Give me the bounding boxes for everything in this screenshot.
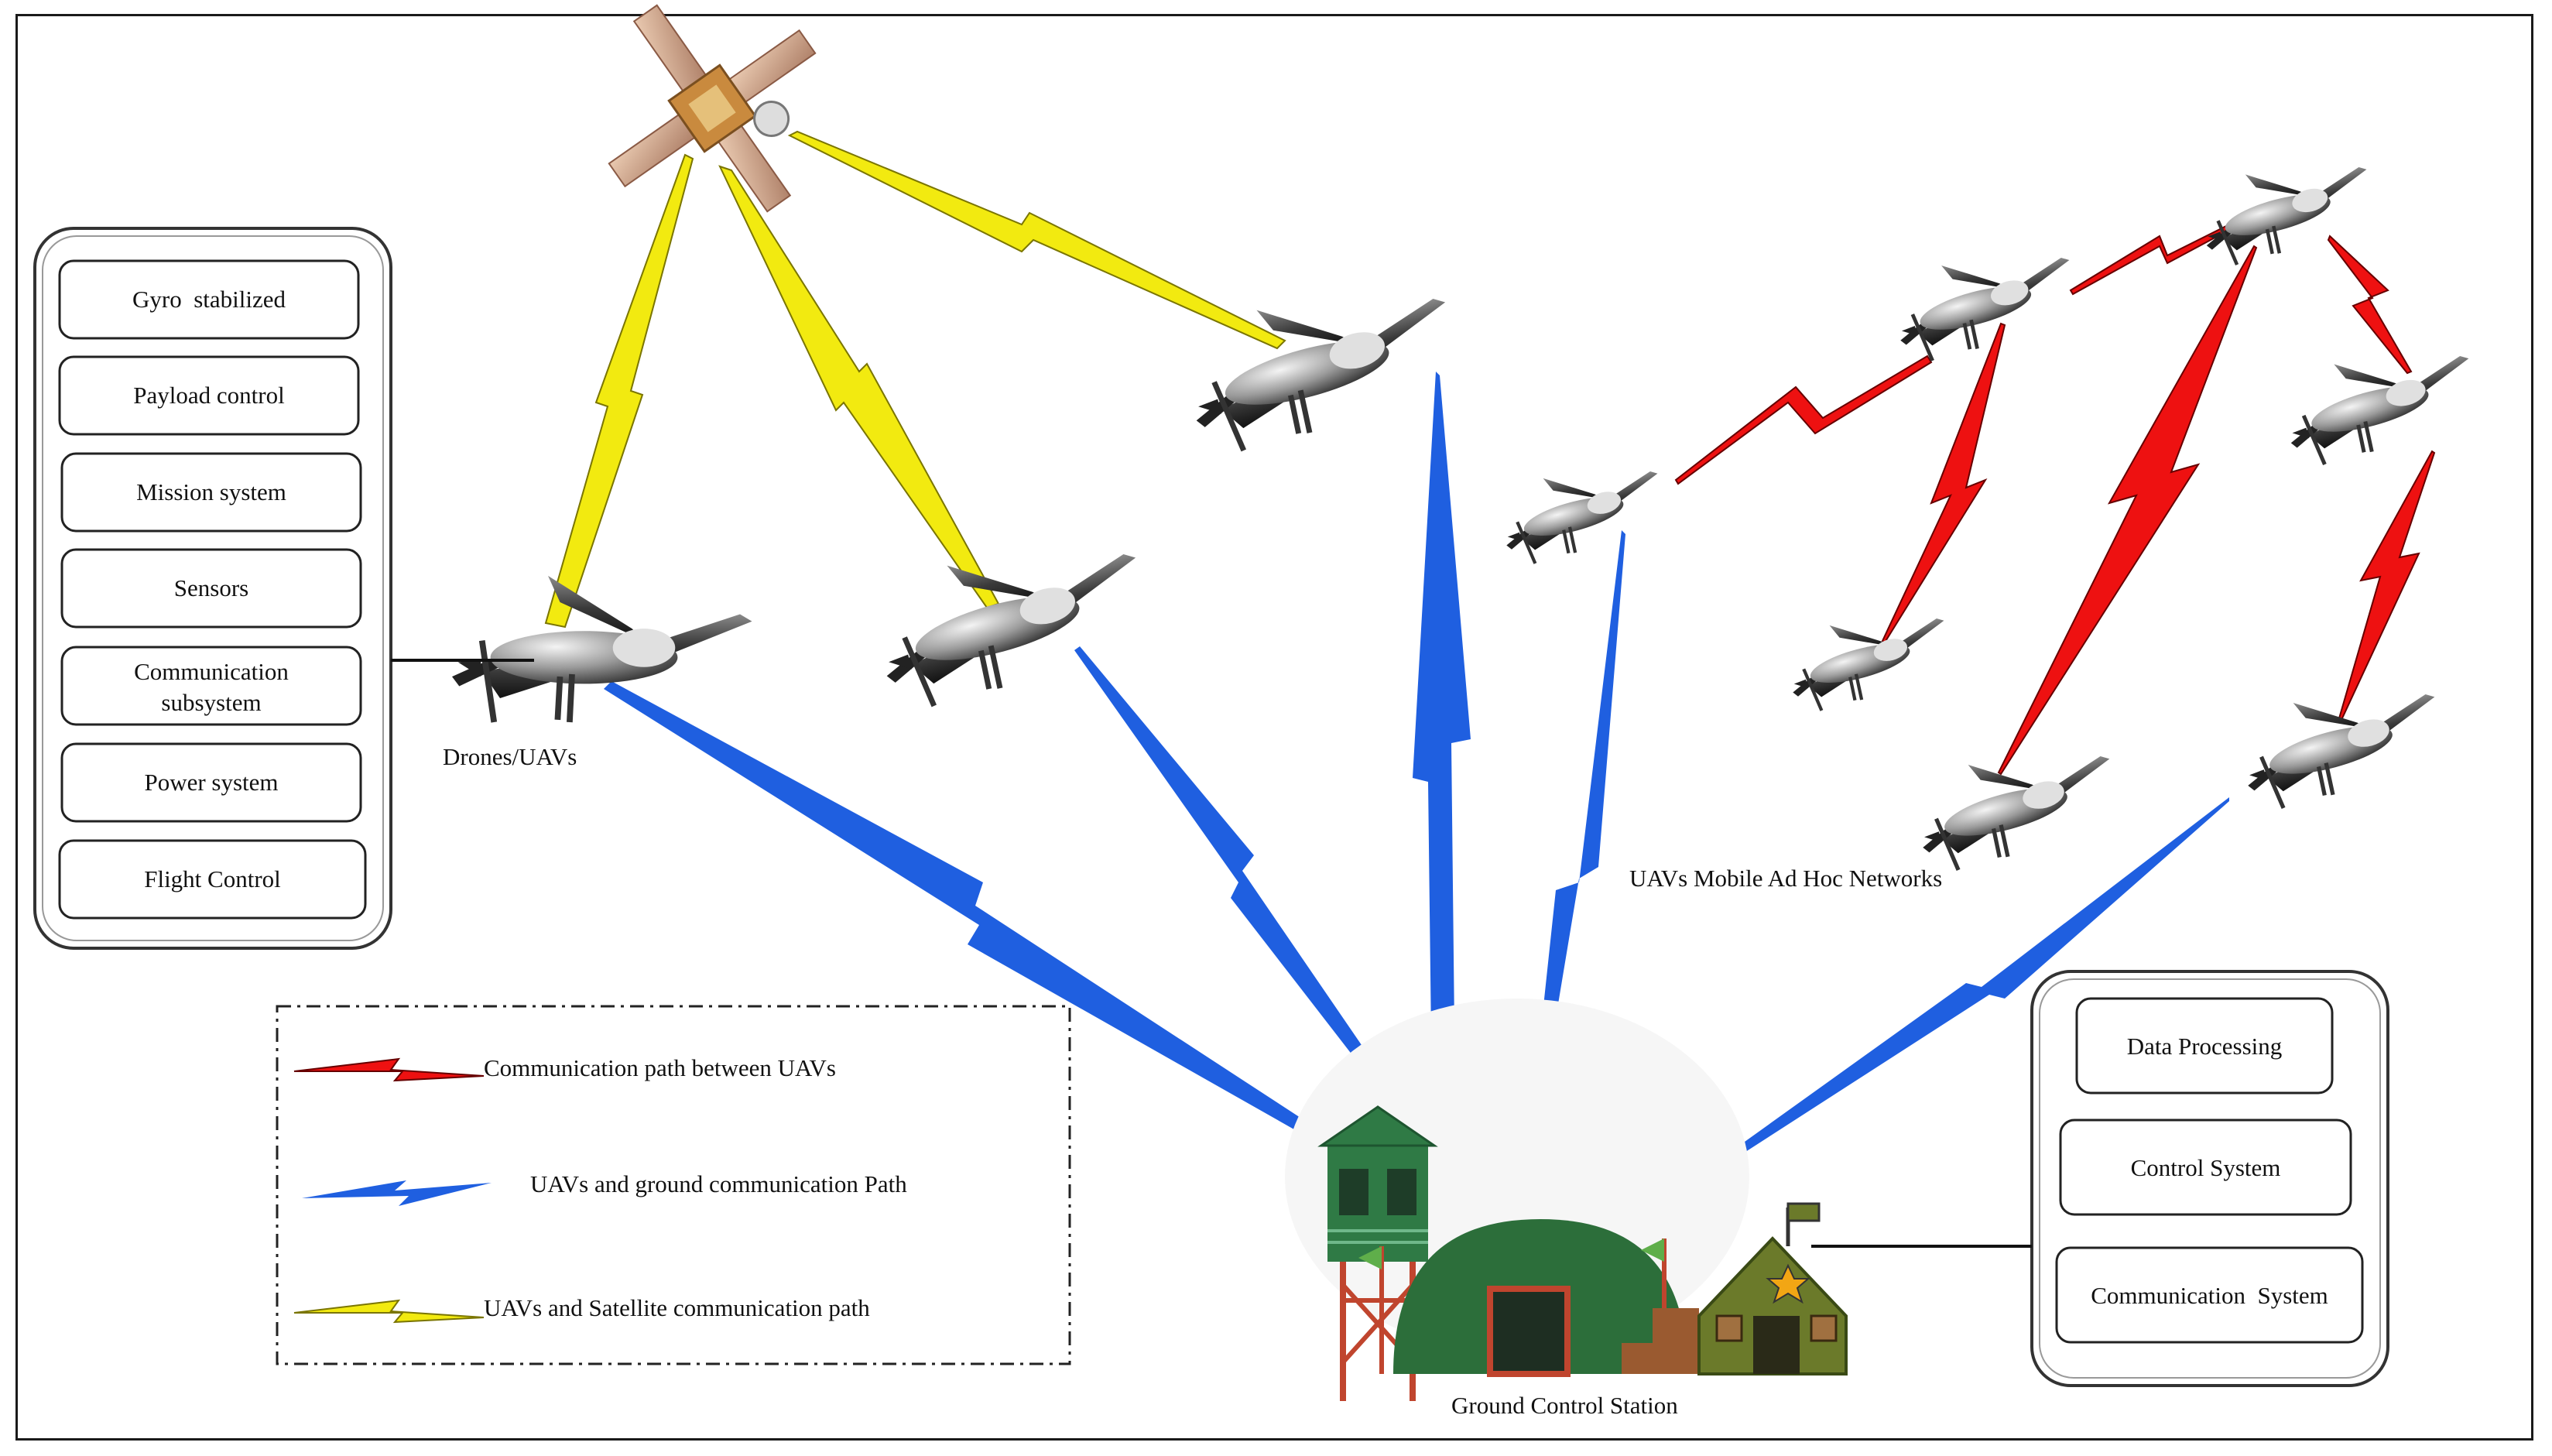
subsystem-box — [58, 355, 360, 436]
subsystem-label: Communication — [134, 658, 289, 685]
subsystem-box — [60, 548, 362, 629]
satellite-links — [544, 130, 1286, 629]
subsystem-box — [60, 646, 362, 726]
subsystem-label: Gyro stabilized — [132, 286, 286, 313]
gcs-subsystem-label: Data Processing — [2127, 1033, 2283, 1060]
legend-blue-swatch — [302, 1180, 492, 1206]
yellow-link-3 — [787, 130, 1286, 350]
gcs-label: Ground Control Station — [1451, 1392, 1678, 1419]
subsystem-label: Payload control — [133, 382, 284, 409]
subsystem-label: Flight Control — [144, 865, 281, 892]
subsystem-box — [60, 452, 362, 533]
drone-icon — [1173, 262, 1468, 461]
red-link-4 — [1881, 322, 2006, 644]
manet-label: UAVs Mobile Ad Hoc Networks — [1629, 865, 1942, 892]
subsystem-label: Sensors — [174, 574, 248, 601]
drone-icon — [1885, 233, 2085, 367]
legend-red-swatch — [293, 1057, 485, 1082]
blue-link-2 — [1074, 646, 1393, 1093]
drone-icon — [2274, 330, 2485, 471]
subsystem-box — [60, 742, 362, 823]
gcs-subsystem-label: Control System — [2131, 1154, 2281, 1181]
legend-yellow-swatch — [293, 1299, 485, 1324]
drone-icon — [863, 518, 1159, 716]
gcs-subsystem-box — [2055, 1246, 2364, 1344]
drone-icon — [2191, 144, 2382, 271]
subsystem-label: subsystem — [161, 689, 261, 716]
red-link-1 — [1674, 355, 1933, 485]
diagram-frame — [15, 14, 2533, 1441]
ground-control-station-icon — [1285, 999, 1848, 1401]
subsystem-box — [58, 259, 360, 340]
legend-item-satellite-path: UAVs and Satellite communication path — [484, 1294, 870, 1321]
drones-label: Drones/UAVs — [443, 743, 577, 770]
subsystem-label: Power system — [144, 769, 278, 796]
gcs-subsystem-box — [2075, 997, 2334, 1095]
subsystem-box — [58, 839, 367, 920]
blue-link-3 — [1413, 372, 1471, 1103]
drone-icon — [452, 576, 752, 722]
yellow-link-1 — [544, 153, 694, 629]
red-link-3 — [2327, 235, 2413, 375]
blue-link-5 — [1687, 797, 2229, 1184]
satellite-icon — [608, 4, 817, 213]
drone-icon — [2230, 667, 2452, 816]
red-link-5 — [1997, 245, 2258, 776]
drone-icon — [1779, 596, 1958, 716]
legend-item-uav-path: Communication path between UAVs — [484, 1054, 836, 1081]
red-link-6 — [2338, 450, 2436, 721]
legend-item-ground-path: UAVs and ground communication Path — [530, 1170, 907, 1197]
ground-links — [604, 372, 2229, 1184]
subsystem-label: Mission system — [136, 478, 286, 505]
red-link-2 — [2069, 223, 2232, 296]
legend: Communication path between UAVs UAVs and… — [276, 1005, 1071, 1365]
drone-icon — [1492, 449, 1672, 569]
blue-link-1 — [604, 681, 1331, 1142]
uav-links — [1674, 223, 2436, 776]
yellow-link-2 — [718, 165, 1000, 609]
gcs-subsystem-box — [2059, 1119, 2352, 1216]
gcs-subsystem-label: Communication System — [2091, 1282, 2328, 1309]
